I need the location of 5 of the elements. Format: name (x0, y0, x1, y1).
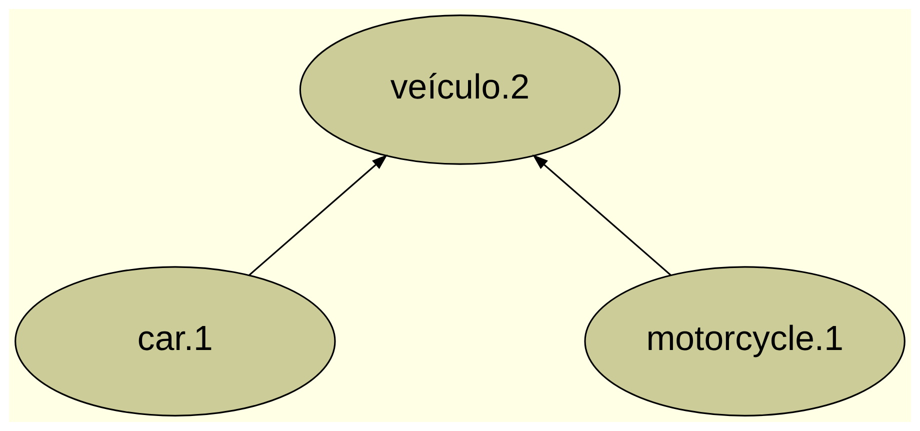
node-ellipse: veículo.2 (299, 14, 621, 165)
node-ellipse: motorcycle.1 (584, 266, 906, 416)
arrow (532, 154, 672, 276)
arrow (248, 154, 388, 276)
node-ellipse: car.1 (14, 266, 336, 416)
